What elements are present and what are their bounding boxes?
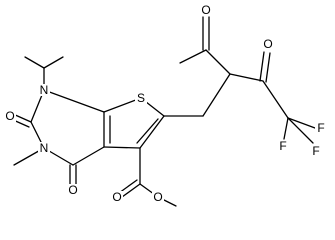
bond-cf3-f-top <box>283 117 289 140</box>
atom-o-c4: O <box>68 183 77 197</box>
bond-ch-me-right <box>43 56 64 69</box>
atom-o-acetyl: O <box>201 3 210 17</box>
bond-cf3-f-bottom <box>287 117 314 144</box>
bond-c6-c5 <box>139 115 165 149</box>
bond-c7a-n1 <box>43 89 105 113</box>
bond-ketone-c-o-second <box>265 52 271 83</box>
bond-ketone-c-cf3 <box>262 80 289 119</box>
bond-ketone-c-o <box>259 51 265 82</box>
bond-ch2-ch <box>202 73 231 117</box>
atom-o-c2: O <box>5 109 14 123</box>
atom-s: S <box>137 91 145 105</box>
atom-n3: N <box>40 141 49 155</box>
bond-cf3-f-right <box>287 117 316 129</box>
bond-ester-c-o-double-second <box>118 179 138 194</box>
atom-o-ester-carbonyl: O <box>112 190 121 204</box>
bond-c4-c4a <box>72 146 105 166</box>
bond-ch-me-left <box>24 56 45 69</box>
bond-acetyl-c-methyl <box>179 49 207 64</box>
bond-ester-c-o-double <box>121 183 141 198</box>
bond-c7a-s <box>103 97 142 113</box>
bond-c6-c5-inner <box>136 118 159 144</box>
atom-n1: N <box>40 83 49 97</box>
chemical-structure-diagram: N N S O O O O O O F F F <box>5 3 325 207</box>
atom-f-top: F <box>279 139 286 153</box>
bond-c5-c4a <box>103 146 141 149</box>
bond-ch-acetyl-c <box>205 49 231 75</box>
atom-o-ester-ether: O <box>153 190 162 204</box>
atom-o-ketone: O <box>263 37 272 51</box>
bond-ch-ketone-c <box>229 73 264 82</box>
atom-f-right: F <box>317 121 324 135</box>
atom-f-bottom: F <box>312 144 319 158</box>
